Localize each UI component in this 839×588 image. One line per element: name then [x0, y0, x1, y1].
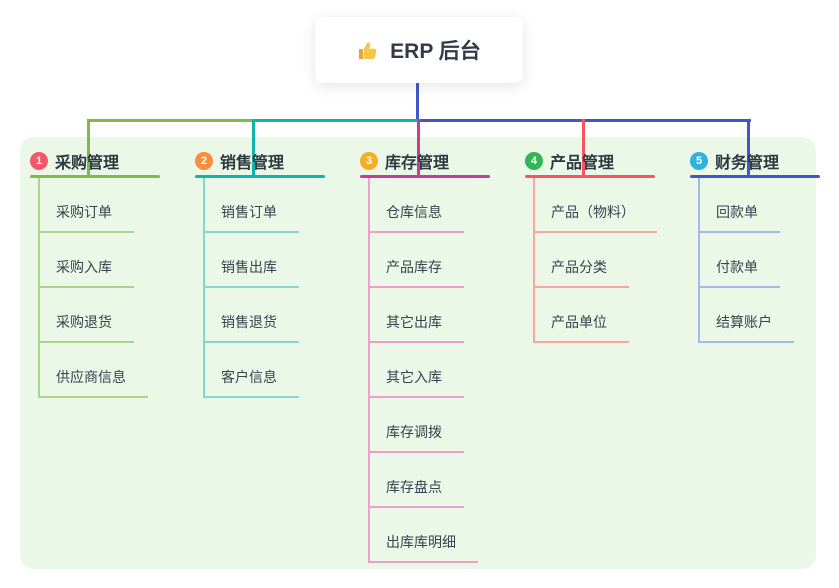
- mindmap-node-row: 出库库明细: [370, 508, 490, 563]
- thumbs-up-icon: [357, 39, 380, 62]
- branch-items: 产品（物料） 产品分类产品单位: [533, 178, 657, 343]
- mindmap-node-item[interactable]: 产品分类: [535, 257, 629, 288]
- branch-number-badge: 5: [690, 152, 708, 170]
- mindmap-node-row: 产品分类: [535, 233, 655, 288]
- mindmap-node-item[interactable]: 采购入库: [40, 257, 134, 288]
- branch-items: 仓库信息产品库存其它出库其它入库库存调拨库存盘点出库库明细: [368, 178, 490, 563]
- mindmap-node-item[interactable]: 采购订单: [40, 202, 134, 233]
- mindmap-node-item[interactable]: 库存盘点: [370, 477, 464, 508]
- branch-number-badge: 1: [30, 152, 48, 170]
- mindmap-node-row: 付款单: [700, 233, 820, 288]
- mindmap-node-row: 销售退货: [205, 288, 325, 343]
- branch-items: 回款单付款单结算账户: [698, 178, 820, 343]
- branch-title: 产品管理: [550, 155, 615, 172]
- branch-column: 1 采购管理采购订单采购入库采购退货供应商信息: [30, 150, 160, 398]
- branch-title: 销售管理: [220, 155, 285, 172]
- mindmap-node-row: 其它出库: [370, 288, 490, 343]
- branch-column: 5 财务管理回款单付款单结算账户: [690, 150, 820, 343]
- branch-header[interactable]: 4 产品管理: [525, 150, 655, 172]
- branch-title: 库存管理: [385, 155, 450, 172]
- branch-column: 2 销售管理销售订单销售出库销售退货客户信息: [195, 150, 325, 398]
- branch-number-badge: 3: [360, 152, 378, 170]
- mindmap-node-row: 采购退货: [40, 288, 160, 343]
- mindmap-node-item[interactable]: 采购退货: [40, 312, 134, 343]
- mindmap-node-item[interactable]: 供应商信息: [40, 367, 148, 398]
- mindmap-node-item[interactable]: 出库库明细: [370, 532, 478, 563]
- mindmap-node-item[interactable]: 仓库信息: [370, 202, 464, 233]
- mindmap-node-item[interactable]: 销售订单: [205, 202, 299, 233]
- branch-header[interactable]: 5 财务管理: [690, 150, 820, 172]
- mindmap-node-row: 回款单: [700, 178, 820, 233]
- branch-items: 销售订单销售出库销售退货客户信息: [203, 178, 325, 398]
- connector-drop: [252, 119, 255, 177]
- mindmap-node-row: 销售订单: [205, 178, 325, 233]
- mindmap-node-row: 库存调拨: [370, 398, 490, 453]
- mindmap-node-row: 采购订单: [40, 178, 160, 233]
- branch-title: 财务管理: [715, 155, 780, 172]
- branch-items: 采购订单采购入库采购退货供应商信息: [38, 178, 160, 398]
- mindmap-node-row: 供应商信息: [40, 343, 160, 398]
- connector-bus-segment: [253, 119, 419, 122]
- branch-header-underline: [525, 175, 655, 178]
- mindmap-node-item[interactable]: 付款单: [700, 257, 780, 288]
- branches-panel: [20, 137, 816, 569]
- connector-bus-segment: [87, 119, 255, 122]
- connector-drop: [747, 119, 750, 177]
- mindmap-node-item[interactable]: 其它入库: [370, 367, 464, 398]
- root-node[interactable]: ERP 后台: [315, 17, 523, 83]
- mindmap-node-item[interactable]: 销售出库: [205, 257, 299, 288]
- mindmap-node-item[interactable]: 库存调拨: [370, 422, 464, 453]
- branch-header-underline: [690, 175, 820, 178]
- branch-number-badge: 4: [525, 152, 543, 170]
- branch-column: 3 库存管理仓库信息产品库存其它出库其它入库库存调拨库存盘点出库库明细: [360, 150, 490, 563]
- branch-number-badge: 2: [195, 152, 213, 170]
- mindmap-node-row: 产品单位: [535, 288, 655, 343]
- branch-header[interactable]: 3 库存管理: [360, 150, 490, 172]
- branch-header[interactable]: 2 销售管理: [195, 150, 325, 172]
- mindmap-node-item[interactable]: 结算账户: [700, 312, 794, 343]
- root-label: ERP 后台: [390, 40, 481, 63]
- mindmap-node-row: 销售出库: [205, 233, 325, 288]
- mindmap-node-row: 客户信息: [205, 343, 325, 398]
- mindmap-node-row: 采购入库: [40, 233, 160, 288]
- branch-header-underline: [195, 175, 325, 178]
- branch-header-underline: [30, 175, 160, 178]
- mindmap-node-row: 仓库信息: [370, 178, 490, 233]
- root-stem-line: [416, 83, 419, 121]
- mindmap-node-row: 产品库存: [370, 233, 490, 288]
- mindmap-node-row: 产品（物料）: [535, 178, 657, 233]
- connector-drop: [582, 119, 585, 177]
- branch-header[interactable]: 1 采购管理: [30, 150, 160, 172]
- branch-title: 采购管理: [55, 155, 120, 172]
- mindmap-node-item[interactable]: 回款单: [700, 202, 780, 233]
- mindmap-node-row: 库存盘点: [370, 453, 490, 508]
- mindmap-node-item[interactable]: 客户信息: [205, 367, 299, 398]
- mindmap-node-item[interactable]: 产品（物料）: [535, 202, 657, 233]
- branch-column: 4 产品管理产品（物料） 产品分类产品单位: [525, 150, 657, 343]
- mindmap-node-row: 其它入库: [370, 343, 490, 398]
- mindmap-node-item[interactable]: 产品库存: [370, 257, 464, 288]
- connector-drop: [417, 119, 420, 177]
- connector-drop: [87, 119, 90, 177]
- mindmap-node-item[interactable]: 产品单位: [535, 312, 629, 343]
- mindmap-node-row: 结算账户: [700, 288, 820, 343]
- mindmap-node-item[interactable]: 其它出库: [370, 312, 464, 343]
- mindmap-node-item[interactable]: 销售退货: [205, 312, 299, 343]
- branch-header-underline: [360, 175, 490, 178]
